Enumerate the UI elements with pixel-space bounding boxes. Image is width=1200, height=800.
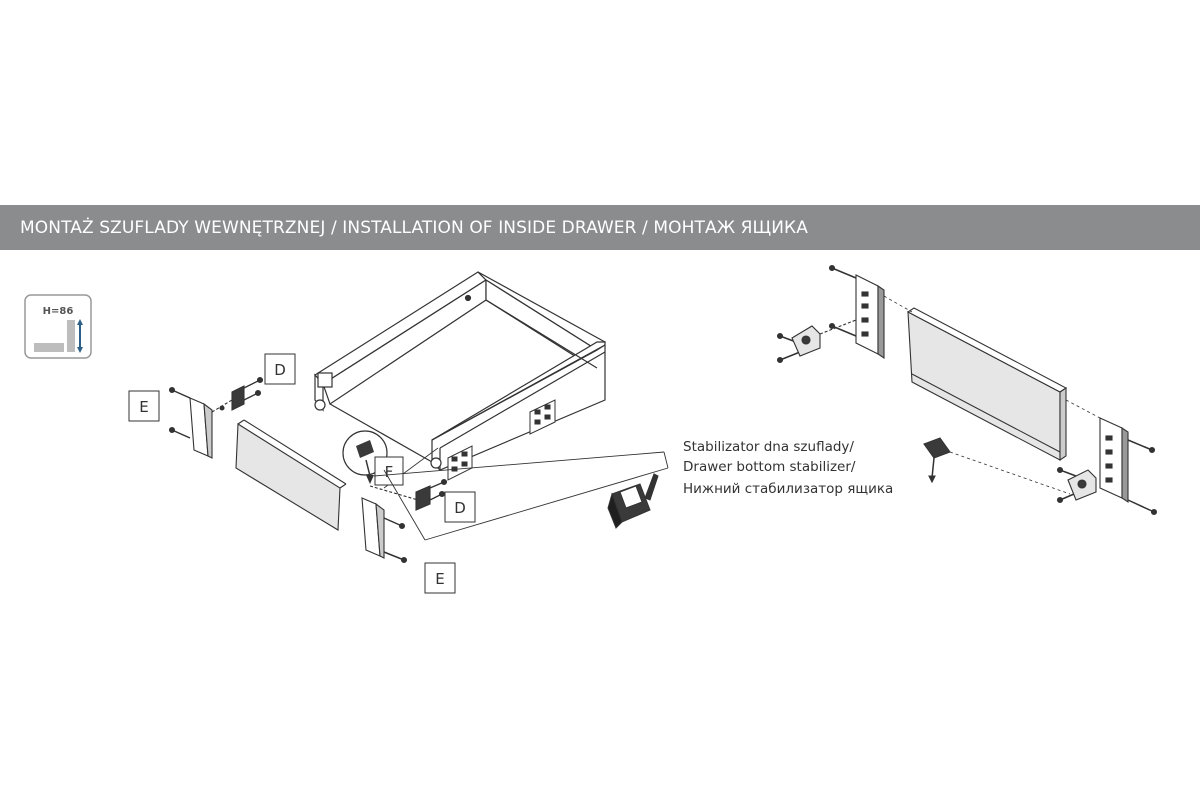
- svg-text:D: D: [274, 361, 286, 379]
- front-bracket-side: [1099, 417, 1123, 499]
- drawer-front-panel: [235, 423, 341, 531]
- svg-text:E: E: [435, 570, 444, 588]
- svg-text:E: E: [139, 398, 148, 416]
- height-badge: H=86: [24, 294, 92, 359]
- drawer-box: [314, 271, 606, 471]
- badge-drawer-bottom: [34, 343, 64, 352]
- stabilizer-part-small: [923, 437, 951, 459]
- header-band: [0, 205, 1200, 250]
- page-title: MONTAŻ SZUFLADY WEWNĘTRZNEJ / INSTALLATI…: [20, 218, 808, 238]
- callout-line-2: Drawer bottom stabilizer/: [683, 459, 856, 475]
- callout-line-3: Нижний стабилизатор ящика: [683, 481, 893, 497]
- label-box-f: F: [374, 456, 404, 486]
- stabilizer-part-enlarged: [607, 473, 659, 529]
- drawer-left-wall-top: [314, 271, 487, 385]
- height-badge-label: H=86: [43, 306, 74, 317]
- drawer-side-wall-panel: [907, 311, 1061, 461]
- svg-text:F: F: [385, 463, 394, 481]
- back-bracket-top: [855, 274, 879, 355]
- badge-drawer-side: [67, 320, 75, 352]
- label-box-e-bottom: E: [424, 562, 456, 594]
- side-wall-assembly-right: [776, 264, 1158, 516]
- callout-line-1: Stabilizator dna szuflady/: [683, 439, 854, 455]
- stabilizer-leader-lines: [373, 451, 669, 541]
- drawer-back-wall: [477, 271, 606, 351]
- front-panel-left-assembly: [168, 376, 448, 564]
- label-box-d-bottom: D: [444, 491, 476, 523]
- svg-text:D: D: [454, 499, 466, 517]
- connector-d-right: [415, 485, 431, 511]
- stabilizer-callout: Stabilizator dna szuflady/ Drawer bottom…: [683, 439, 893, 497]
- drawer-right-wall: [431, 341, 606, 471]
- label-box-e-left: E: [128, 390, 160, 422]
- connector-d-left: [231, 385, 245, 411]
- label-box-d-top: D: [264, 353, 296, 385]
